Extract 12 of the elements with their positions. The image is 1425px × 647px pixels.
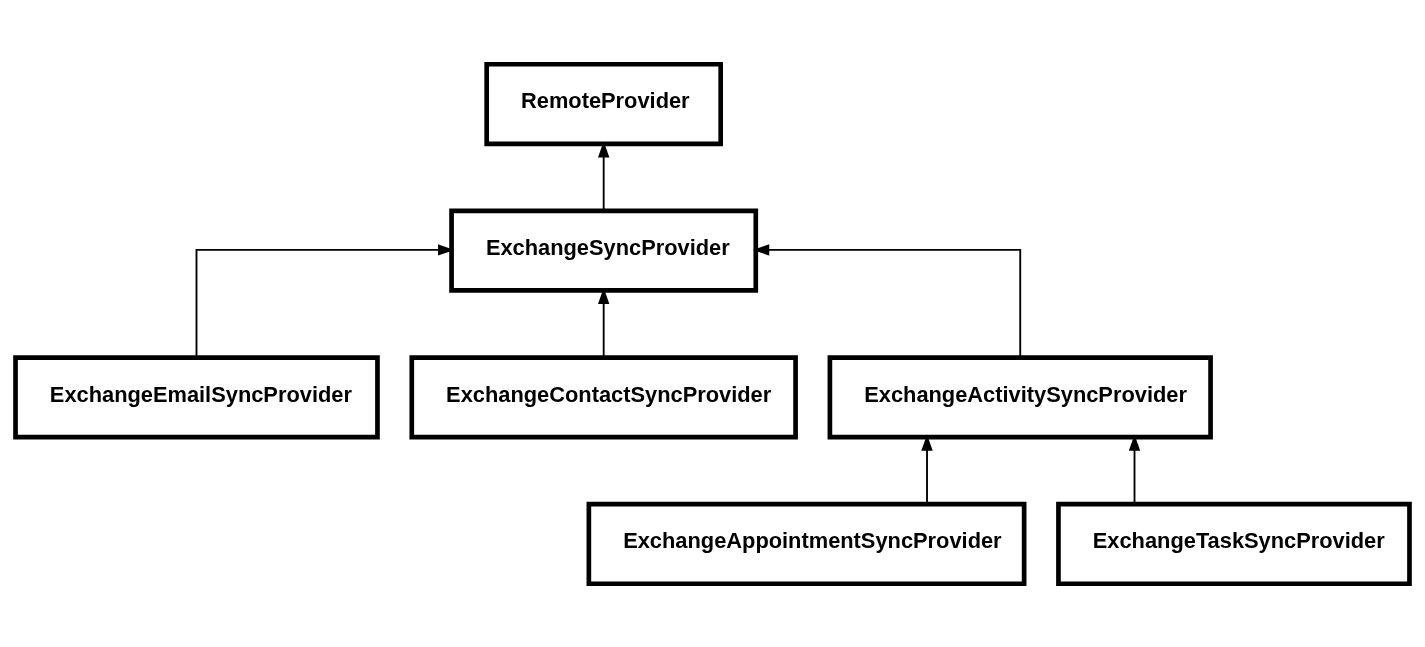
- node-box: ExchangeEmailSyncProvider: [13, 354, 380, 439]
- arrow: [753, 243, 1022, 358]
- node-box: ExchangeContactSyncProvider: [409, 354, 798, 439]
- node-box: ExchangeAppointmentSyncProvider: [586, 501, 1027, 586]
- node-box: ExchangeActivitySyncProvider: [827, 354, 1213, 439]
- arrow: [1128, 434, 1141, 505]
- node-box: RemoteProvider: [484, 61, 724, 146]
- arrow: [195, 243, 455, 358]
- arrow: [921, 434, 933, 505]
- arrow: [598, 140, 610, 212]
- node-box: ExchangeTaskSyncProvider: [1056, 501, 1412, 586]
- node-box: ExchangeSyncProvider: [449, 208, 759, 293]
